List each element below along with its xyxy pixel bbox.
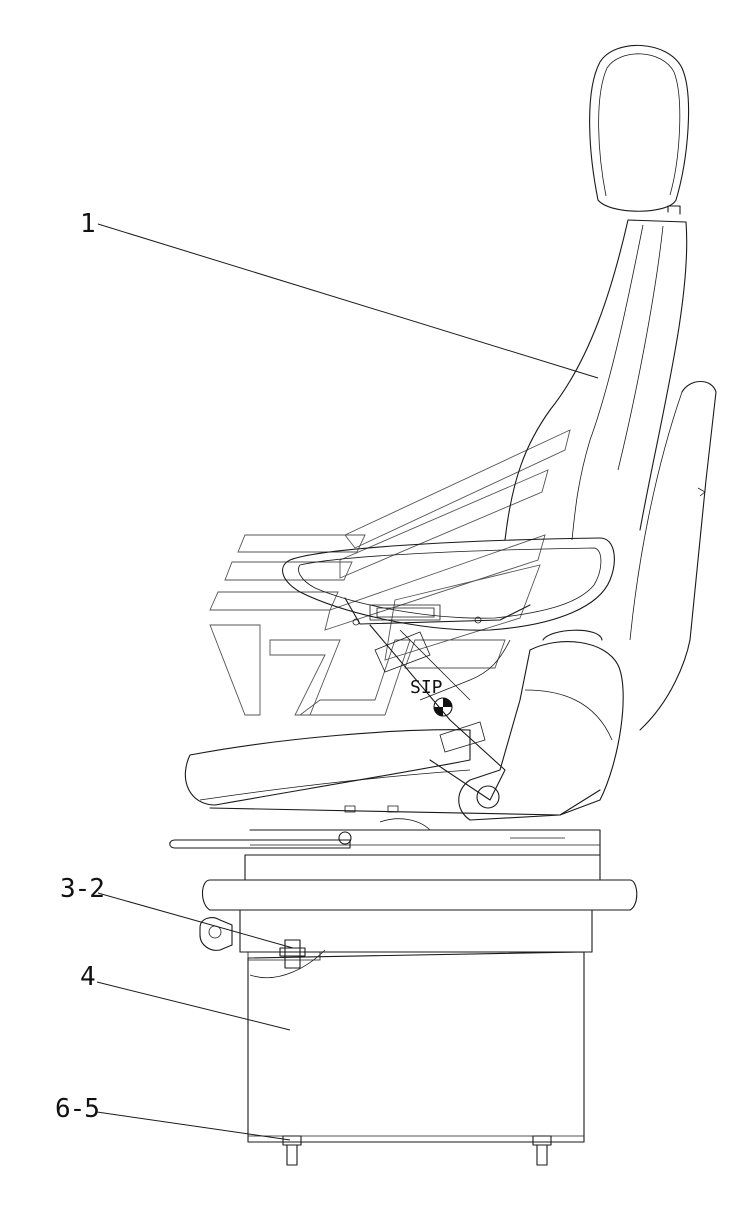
callout-6-5: 6-5 — [55, 1094, 99, 1124]
leader-line-1 — [97, 223, 599, 379]
callout-4: 4 — [80, 962, 95, 992]
leader-line-6-5 — [96, 1111, 291, 1141]
slide-rail — [169, 818, 601, 856]
headrest — [589, 44, 690, 215]
leader-line-4 — [96, 981, 291, 1031]
seat-cushion — [184, 729, 601, 816]
adjustment-knob — [199, 917, 233, 951]
suspension-base — [201, 854, 638, 953]
armrest — [282, 537, 615, 631]
sip-label: SIP — [410, 677, 443, 698]
base-box — [247, 951, 585, 1143]
callout-1: 1 — [80, 209, 95, 239]
backrest — [504, 219, 717, 731]
fixing-bolt-upper — [247, 939, 326, 979]
mounting-bolt-left — [282, 1135, 302, 1166]
watermark-logo — [209, 429, 571, 716]
side-bolster — [458, 629, 624, 821]
callout-3-2: 3-2 — [60, 874, 104, 904]
mounting-bolt-right — [532, 1135, 552, 1166]
leader-line-3-2 — [97, 892, 294, 949]
seat-belt — [369, 624, 511, 801]
